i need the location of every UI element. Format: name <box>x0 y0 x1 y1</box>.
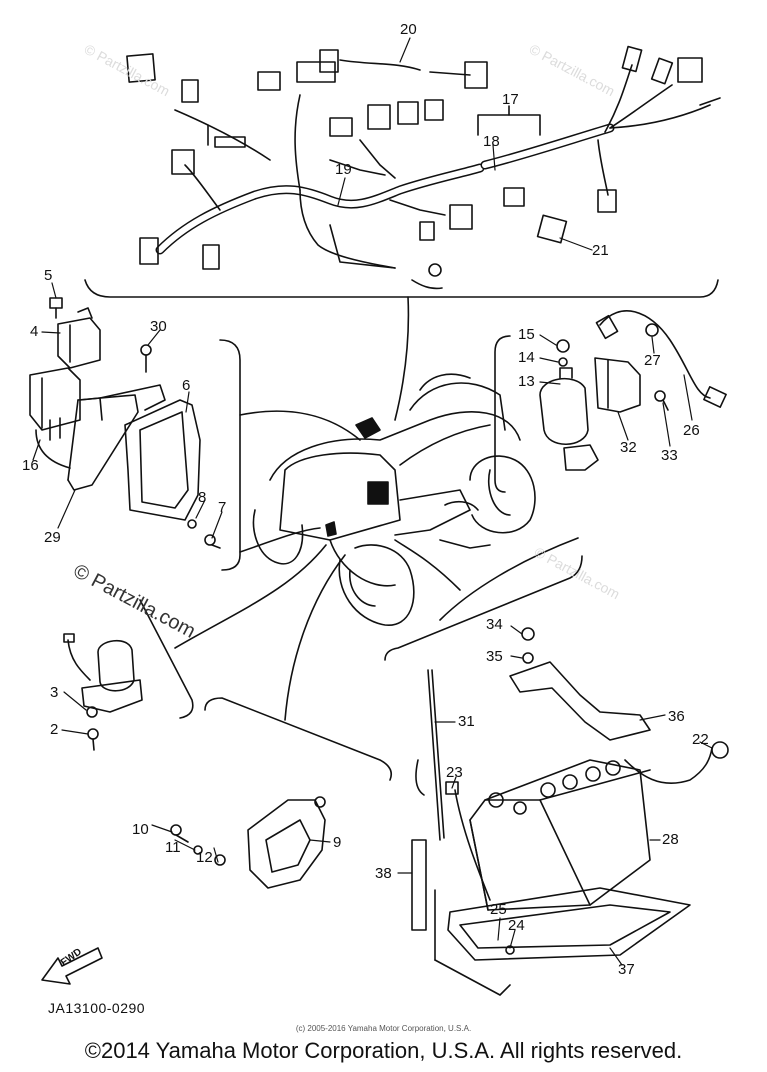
callout-4: 4 <box>30 323 39 340</box>
callout-18: 18 <box>483 133 500 150</box>
callout-25: 25 <box>490 901 507 918</box>
callout-32: 32 <box>620 439 637 456</box>
solenoid-group <box>63 633 143 751</box>
unit-bracket <box>204 697 393 781</box>
copyright-footer: ©2014 Yamaha Motor Corporation, U.S.A. A… <box>84 1038 683 1063</box>
callout-36: 36 <box>668 708 685 725</box>
callout-34: 34 <box>486 616 503 633</box>
callout-12: 12 <box>196 849 213 866</box>
callout-17: 17 <box>502 91 519 108</box>
starter-relay-group <box>539 310 727 471</box>
callout-11: 11 <box>165 839 181 856</box>
callout-5: 5 <box>44 267 53 284</box>
callout-31: 31 <box>458 713 475 730</box>
callout-8: 8 <box>198 489 207 506</box>
callout-33: 33 <box>661 447 678 464</box>
part-code: JA13100-0290 <box>48 1000 146 1016</box>
callout-35: 35 <box>486 648 503 665</box>
callout-13: 13 <box>518 373 535 390</box>
callout-7: 7 <box>218 499 227 516</box>
callout-23: 23 <box>446 764 463 781</box>
callout-14: 14 <box>518 349 535 366</box>
callout-21: 21 <box>592 242 609 259</box>
atv-outline <box>252 373 536 626</box>
callout-30: 30 <box>150 318 167 335</box>
callout-9: 9 <box>333 834 342 851</box>
callout-26: 26 <box>683 422 700 439</box>
callout-16: 16 <box>22 457 39 474</box>
callout-15: 15 <box>518 326 535 343</box>
callout-20: 20 <box>400 21 417 38</box>
solenoid-bracket <box>139 599 194 719</box>
callout-22: 22 <box>692 731 709 748</box>
callout-37: 37 <box>618 961 635 978</box>
callout-2: 2 <box>50 721 59 738</box>
leader-lines <box>32 37 713 966</box>
fwd-arrow <box>41 947 103 985</box>
small-copyright: (c) 2005-2016 Yamaha Motor Corporation, … <box>295 1024 472 1033</box>
callout-10: 10 <box>132 821 149 838</box>
callout-38: 38 <box>375 865 392 882</box>
harness-connectors <box>126 45 721 277</box>
callout-29: 29 <box>44 529 61 546</box>
callout-6: 6 <box>182 377 191 394</box>
relay-group <box>29 297 221 549</box>
battery-group <box>411 627 729 996</box>
connection-lines <box>174 296 579 721</box>
relay-bracket <box>219 339 241 571</box>
callout-24: 24 <box>508 917 525 934</box>
callout-28: 28 <box>662 831 679 848</box>
unit-group <box>170 796 326 889</box>
wire-harness <box>155 59 711 290</box>
harness-bracket <box>84 279 719 298</box>
callout-3: 3 <box>50 684 59 701</box>
callout-19: 19 <box>335 161 352 178</box>
callout-bracket-17-18 <box>477 114 541 136</box>
callout-27: 27 <box>644 352 661 369</box>
battery-bracket <box>384 555 583 661</box>
